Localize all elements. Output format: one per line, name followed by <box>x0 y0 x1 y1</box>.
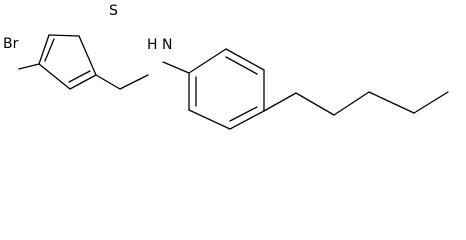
bond-pentyl-5 <box>413 91 449 114</box>
bond-c2-s <box>69 74 97 90</box>
bond-ph-1-2 <box>188 48 227 74</box>
amine-label: H N <box>147 37 172 53</box>
bond-c3-br <box>18 63 40 70</box>
bond-c5-c3 <box>38 34 50 65</box>
chemical-structure-diagram: Br S H N <box>3 3 449 130</box>
bond-c2-s-double <box>68 70 91 83</box>
bond-pentyl-4 <box>368 91 415 114</box>
bond-c4-c5 <box>48 34 80 37</box>
bond-ph-4-5-double <box>229 106 258 122</box>
bromine-label: Br <box>3 36 19 52</box>
bond-pentyl-1 <box>263 92 297 112</box>
bond-ph-2-3-double <box>225 56 258 75</box>
bond-c5-c3-double <box>44 38 55 62</box>
bond-pentyl-2 <box>295 92 335 116</box>
sulfur-label: S <box>109 3 118 19</box>
bond-s-c4 <box>78 35 97 76</box>
structure-canvas: Br S H N <box>3 3 449 130</box>
bond-ph-4-5 <box>229 110 265 130</box>
bond-ch2-n <box>119 74 149 90</box>
bond-c3-c2 <box>38 63 71 90</box>
bond-ph-2-3 <box>225 48 265 71</box>
bond-n-ph <box>162 61 190 74</box>
bond-ring-ch2 <box>95 74 121 90</box>
bond-pentyl-3 <box>333 91 370 116</box>
bond-ph-5-6 <box>188 109 231 130</box>
